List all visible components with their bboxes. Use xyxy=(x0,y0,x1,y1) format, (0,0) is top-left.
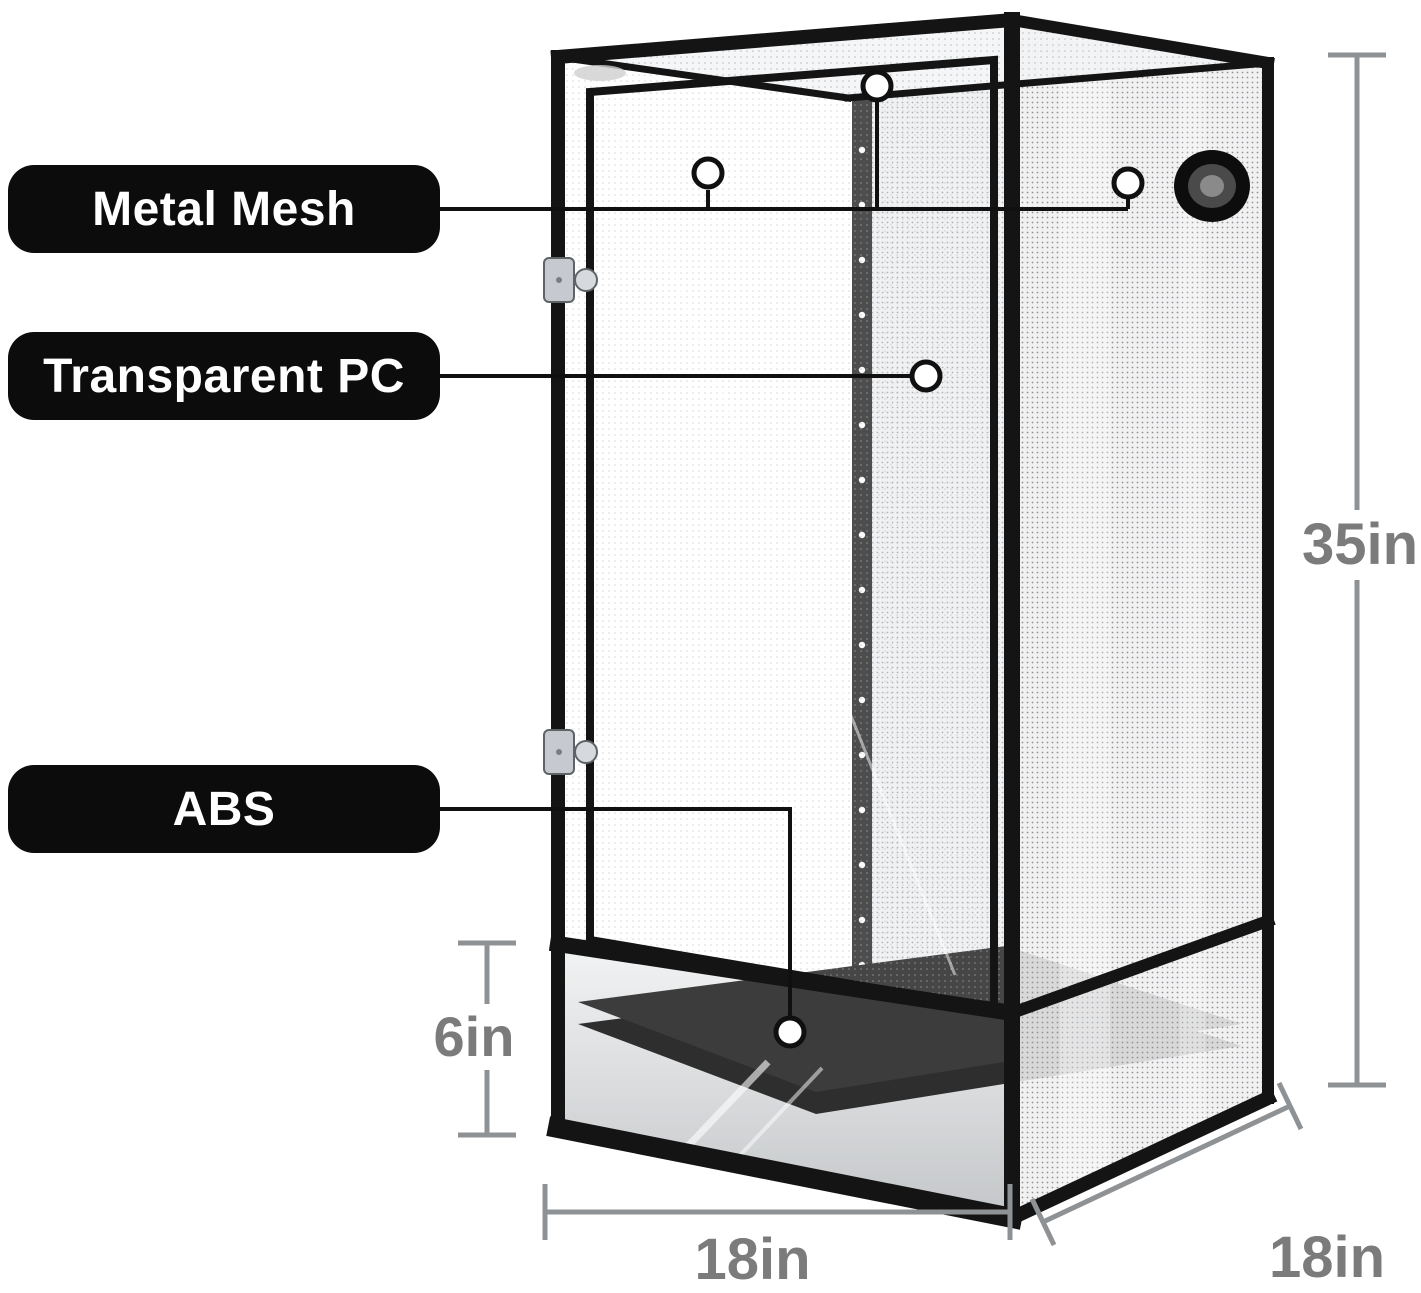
callout-text: Transparent PC xyxy=(43,349,405,403)
dimension-label-base-height: 6in xyxy=(424,1004,524,1070)
callout-marker-mesh-top xyxy=(860,69,894,103)
dimension-line-depth xyxy=(1041,1103,1292,1225)
callout-marker-mesh-side xyxy=(1111,166,1145,200)
callout-text: ABS xyxy=(172,782,276,836)
callout-label-abs: ABS xyxy=(8,765,440,853)
callout-text: Metal Mesh xyxy=(92,182,356,236)
callout-label-transparent-pc: Transparent PC xyxy=(8,332,440,420)
callout-marker-mesh-door xyxy=(691,156,725,190)
door-inner-frame xyxy=(586,55,998,1013)
dimension-label-depth: 18in xyxy=(1268,1225,1386,1290)
callout-label-metal-mesh: Metal Mesh xyxy=(8,165,440,253)
callout-lines xyxy=(440,102,1130,1018)
brand-logo xyxy=(574,65,626,81)
dimension-label-height: 35in xyxy=(1295,510,1421,580)
hinge-bottom-icon xyxy=(543,729,598,775)
dimension-label-width: 18in xyxy=(694,1227,811,1292)
side-mesh-panel xyxy=(1012,20,1268,1218)
hinge-top-icon xyxy=(543,257,598,303)
cage-frame xyxy=(546,12,1278,1230)
callout-marker-abs xyxy=(773,1015,807,1049)
callout-marker-pc xyxy=(909,359,943,393)
abs-line xyxy=(440,807,792,1018)
vent-port-icon xyxy=(1174,150,1250,222)
callout-markers xyxy=(691,69,1145,1049)
front-mesh-door xyxy=(558,20,1012,1013)
